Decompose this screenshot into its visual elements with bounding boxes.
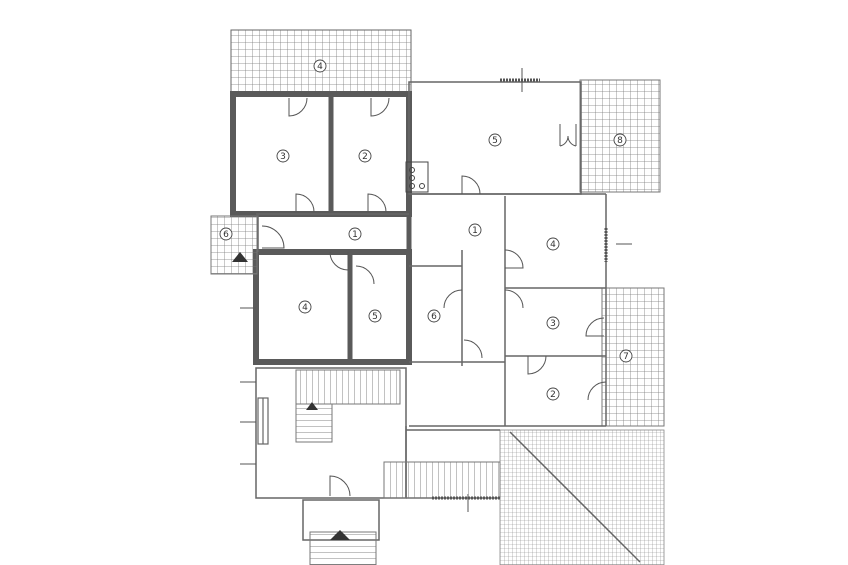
svg-text:7: 7 xyxy=(623,352,629,362)
terrace-7-area xyxy=(601,287,665,427)
svg-text:8: 8 xyxy=(617,136,623,146)
svg-text:2: 2 xyxy=(550,390,556,400)
doors xyxy=(261,97,607,497)
svg-text:3: 3 xyxy=(280,152,286,162)
svg-text:6: 6 xyxy=(431,312,437,322)
label-left-room-3: 3 xyxy=(276,149,290,163)
label-room-6: 6 xyxy=(427,309,441,323)
svg-text:5: 5 xyxy=(372,312,378,322)
label-room-4-left: 4 xyxy=(298,300,312,314)
label-room-2-right: 2 xyxy=(546,387,560,401)
label-room-3-right: 3 xyxy=(546,316,560,330)
label-room-4-right: 4 xyxy=(546,237,560,251)
stove xyxy=(405,161,429,193)
label-terrace-top: 4 xyxy=(313,59,327,73)
label-terrace-7: 7 xyxy=(619,349,633,363)
label-left-room-2: 2 xyxy=(358,149,372,163)
wall-block-lower xyxy=(253,214,412,365)
label-large-room-5: 5 xyxy=(488,133,502,147)
svg-text:1: 1 xyxy=(352,230,358,240)
svg-text:4: 4 xyxy=(302,303,308,313)
porch-6-steps xyxy=(210,215,258,275)
roof-hatch xyxy=(499,429,665,565)
svg-text:6: 6 xyxy=(223,230,229,240)
svg-text:3: 3 xyxy=(550,319,556,329)
entrance-steps xyxy=(309,530,377,565)
label-terrace-8: 8 xyxy=(613,133,627,147)
svg-text:5: 5 xyxy=(492,136,498,146)
svg-text:2: 2 xyxy=(362,152,368,162)
label-room-5-left: 5 xyxy=(368,309,382,323)
room-labels: 4 3 2 1 6 4 5 5 8 1 4 6 3 7 2 xyxy=(219,59,633,401)
left-wall-window xyxy=(257,397,269,445)
label-hall-1: 1 xyxy=(348,227,362,241)
label-porch-6: 6 xyxy=(219,227,233,241)
svg-text:1: 1 xyxy=(472,226,478,236)
window-marks xyxy=(240,68,632,512)
internal-stairs xyxy=(295,369,501,499)
svg-text:4: 4 xyxy=(550,240,556,250)
svg-text:4: 4 xyxy=(317,62,323,72)
label-corridor-1: 1 xyxy=(468,223,482,237)
